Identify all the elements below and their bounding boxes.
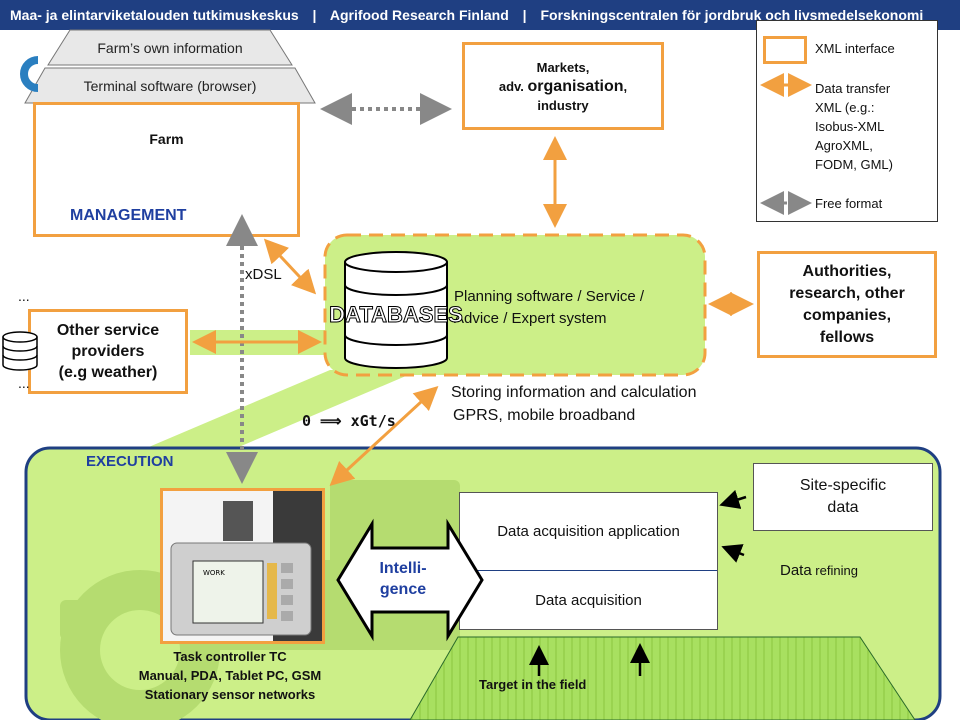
authorities-line3: companies, (802, 306, 892, 324)
other-providers-line2: providers (71, 343, 145, 360)
intelligence-line2: gence (379, 581, 427, 598)
data-refining: Data refining (780, 562, 858, 579)
authorities-line1: Authorities, (802, 262, 892, 280)
intelligence-label: Intelli- gence (372, 554, 434, 604)
header-part1: Maa- ja elintarviketalouden tutkimuskesk… (10, 7, 299, 23)
speed-label: 0 ⟹ xGt/s (302, 412, 396, 430)
task-controller-photo: WORK (160, 488, 325, 644)
ellipsis-bottom: ... (18, 375, 30, 391)
header-sep-2: | (522, 7, 527, 23)
farm-box: Farm MANAGEMENT (33, 102, 300, 237)
other-providers-box: Other service providers (e.g weather) (28, 309, 188, 394)
data-refining-big: Data (780, 562, 812, 579)
header-part2: Agrifood Research Finland (329, 7, 509, 23)
legend: XML interface Data transfer XML (e.g.: I… (756, 20, 938, 222)
authorities-line4: fellows (819, 328, 875, 346)
header-banner: Maa- ja elintarviketalouden tutkimuskesk… (0, 0, 960, 30)
header-part3: Forskningscentralen för jordbruk och liv… (540, 7, 924, 23)
markets-line1: Markets, (536, 59, 590, 75)
legend-dt-line4: AgroXML, (815, 138, 873, 153)
other-providers-line3: (e.g weather) (58, 364, 158, 381)
acquisition-box: Data acquisition application Data acquis… (459, 492, 718, 630)
legend-dt-line1: Data transfer (815, 81, 891, 96)
gprs-label: GPRS, mobile broadband (453, 407, 636, 424)
legend-data-transfer: Data transfer XML (e.g.: Isobus-XML Agro… (815, 79, 893, 174)
ellipsis-top: ... (18, 288, 30, 304)
data-refining-small: refining (811, 563, 858, 578)
authorities-box: Authorities, research, other companies, … (757, 251, 937, 358)
authorities-line2: research, other (789, 284, 905, 302)
planning-line2: Advice / Expert system (454, 310, 607, 327)
acquisition-app: Data acquisition application (460, 493, 717, 571)
device-screen-text: WORK (203, 569, 225, 577)
markets-line2: adv. organisation, (499, 77, 627, 96)
device-illustration: WORK (163, 491, 322, 641)
logo-arc (20, 56, 39, 92)
acquisition: Data acquisition (535, 592, 642, 609)
markets-adv: adv. (498, 78, 528, 94)
terminal-software: Terminal software (browser) (83, 77, 257, 94)
planning-line1: Planning software / Service / (454, 288, 645, 305)
markets-comma: , (623, 78, 628, 94)
markets-organisation: organisation (527, 77, 624, 95)
execution-title: EXECUTION (86, 453, 174, 470)
site-specific-box: Site-specific data (753, 463, 933, 531)
markets-line3: industry (537, 97, 589, 113)
xdsl-label: xDSL (245, 266, 282, 283)
site-specific-line1: Site-specific (799, 477, 887, 494)
terminal-shape (24, 67, 316, 104)
legend-xml-swatch (763, 36, 807, 64)
farm-own-info: Farm’s own information (97, 39, 243, 56)
site-specific-line2: data (827, 499, 859, 516)
legend-xml-interface: XML interface (815, 41, 895, 56)
horizontal-band (190, 330, 330, 355)
legend-free-format: Free format (815, 196, 883, 211)
tc-line2: Manual, PDA, Tablet PC, GSM (138, 667, 322, 683)
planning-text: Planning software / Service / Advice / E… (454, 286, 644, 330)
management-label: MANAGEMENT (70, 207, 187, 224)
header-sep-1: | (312, 7, 317, 23)
tc-line1: Task controller TC (173, 648, 287, 664)
other-providers-line1: Other service (56, 322, 160, 339)
task-controller-caption: Task controller TC Manual, PDA, Tablet P… (110, 645, 350, 705)
farm-own-info-shape (47, 29, 293, 66)
storing-label: Storing information and calculation (451, 384, 697, 401)
legend-dt-line3: Isobus-XML (815, 119, 885, 134)
legend-dt-line2: XML (e.g.: (815, 100, 875, 115)
farm-title: Farm (149, 131, 184, 147)
target-field-label: Target in the field (479, 677, 587, 692)
legend-dt-line5: FODM, GML) (815, 157, 893, 172)
tc-line3: Stationary sensor networks (144, 686, 316, 702)
markets-box: Markets, adv. organisation, industry (462, 42, 664, 130)
intelligence-line1: Intelli- (379, 560, 427, 577)
